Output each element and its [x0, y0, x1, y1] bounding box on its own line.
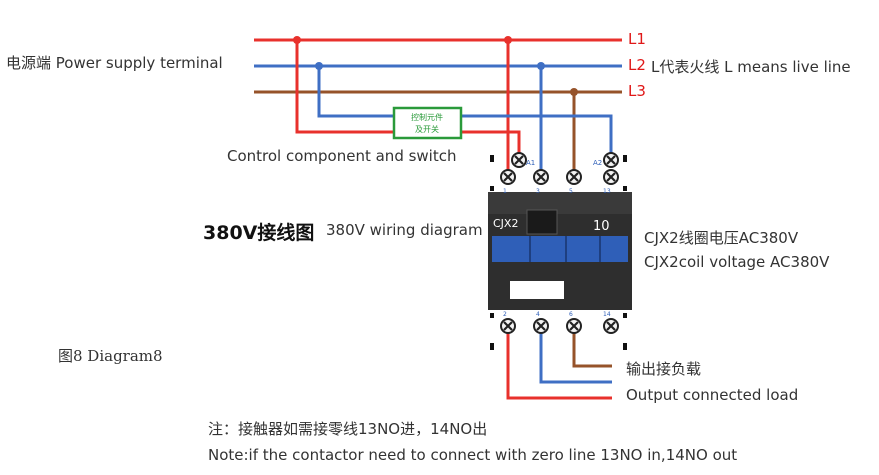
terminal-label-a2: A2 — [593, 159, 602, 167]
coil-voltage-cn: CJX2线圈电压AC380V — [644, 229, 799, 247]
l3-label: L3 — [628, 82, 646, 100]
terminal-label-a1: A1 — [526, 159, 535, 167]
contactor-window — [526, 209, 558, 235]
contactor-blue-actuator — [492, 236, 628, 262]
terminal-label-1: 1 — [503, 188, 507, 195]
l2-note: L代表火线 L means live line — [651, 58, 851, 76]
contactor-top-band — [488, 192, 632, 214]
terminal-5-screw — [565, 168, 583, 186]
wiring-title-en: 380V wiring diagram — [326, 221, 483, 239]
l1-label: L1 — [628, 30, 646, 48]
output-red-wire — [506, 332, 612, 400]
terminal-6-screw — [565, 317, 583, 335]
coil-voltage-en: CJX2coil voltage AC380V — [644, 253, 830, 271]
terminal-label-2: 2 — [503, 311, 507, 318]
output-brown-wire — [572, 332, 612, 368]
note-cn: 注：接触器如需接零线13NO进，14NO出 — [208, 420, 488, 438]
terminal-a2-screw — [602, 151, 620, 169]
contactor-rating-label: 10 — [593, 219, 610, 234]
terminal-label-13: 13 — [603, 188, 611, 195]
wiring-title-cn: 380V接线图 — [203, 222, 315, 244]
power-supply-label: 电源端 Power supply terminal — [6, 54, 223, 72]
output-blue-wire — [539, 332, 612, 384]
terminal-label-14: 14 — [603, 311, 611, 318]
terminal-3-screw — [532, 168, 550, 186]
junction-dot — [537, 62, 545, 70]
junction-dot — [293, 36, 301, 44]
figure-caption: 图8 Diagram8 — [58, 347, 163, 365]
control-red-wire-out — [461, 130, 521, 158]
l2-label: L2 — [628, 56, 646, 74]
terminal-label-5: 5 — [569, 188, 573, 195]
output-label-en: Output connected load — [626, 386, 799, 404]
junction-dot — [504, 36, 512, 44]
note-en: Note:if the contactor need to connect wi… — [208, 446, 738, 464]
terminal-2-screw — [499, 317, 517, 335]
control-red-wire — [295, 40, 394, 134]
control-blue-wire-out — [461, 114, 613, 158]
terminal-label-4: 4 — [536, 311, 540, 318]
contactor-model-label: CJX2 — [493, 217, 518, 230]
terminal-label-6: 6 — [569, 311, 573, 318]
terminal-1-screw — [499, 168, 517, 186]
terminal-label-3: 3 — [536, 188, 540, 195]
terminal-14-screw — [602, 317, 620, 335]
terminal-4-screw — [532, 317, 550, 335]
junction-dot — [315, 62, 323, 70]
control-box-text-1: 控制元件 — [411, 112, 443, 122]
control-component-label: Control component and switch — [227, 147, 457, 165]
contactor-nameplate — [510, 281, 564, 299]
junction-dot — [570, 88, 578, 96]
control-blue-wire — [317, 66, 394, 118]
output-label-cn: 输出接负载 — [626, 360, 702, 378]
control-component-box — [392, 106, 463, 140]
terminal-13-screw — [602, 168, 620, 186]
terminal-a1-screw — [510, 151, 528, 169]
control-box-text-2: 及开关 — [415, 124, 439, 134]
